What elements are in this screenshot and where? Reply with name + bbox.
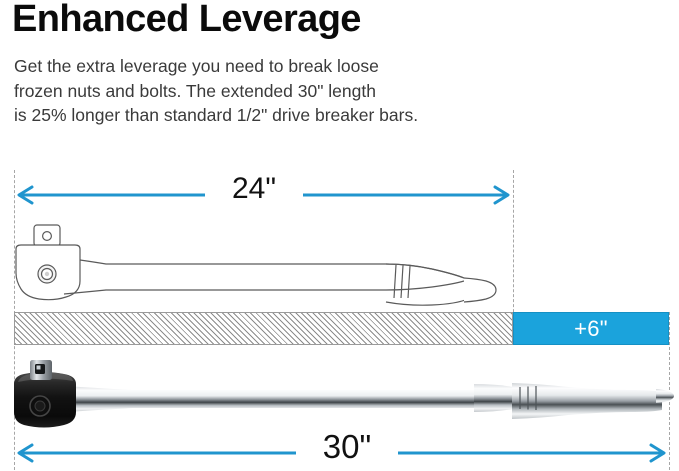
dimension-label-24: 24" (205, 172, 303, 210)
guide-line-middle (513, 170, 514, 322)
extension-length-block: +6" (513, 312, 669, 345)
description-line-3: is 25% longer than standard 1/2" drive b… (14, 105, 419, 125)
standard-length-hatched-bar (14, 312, 513, 345)
extended-breaker-bar-illustration (4, 358, 676, 436)
description-text: Get the extra leverage you need to break… (14, 54, 418, 128)
description-line-2: frozen nuts and bolts. The extended 30" … (14, 80, 376, 101)
description-line-1: Get the extra leverage you need to break… (14, 56, 379, 76)
dimension-label-30: 30" (296, 428, 398, 471)
guide-line-right (669, 312, 670, 470)
page-title: Enhanced Leverage (12, 0, 361, 40)
standard-breaker-bar-illustration (4, 218, 520, 306)
